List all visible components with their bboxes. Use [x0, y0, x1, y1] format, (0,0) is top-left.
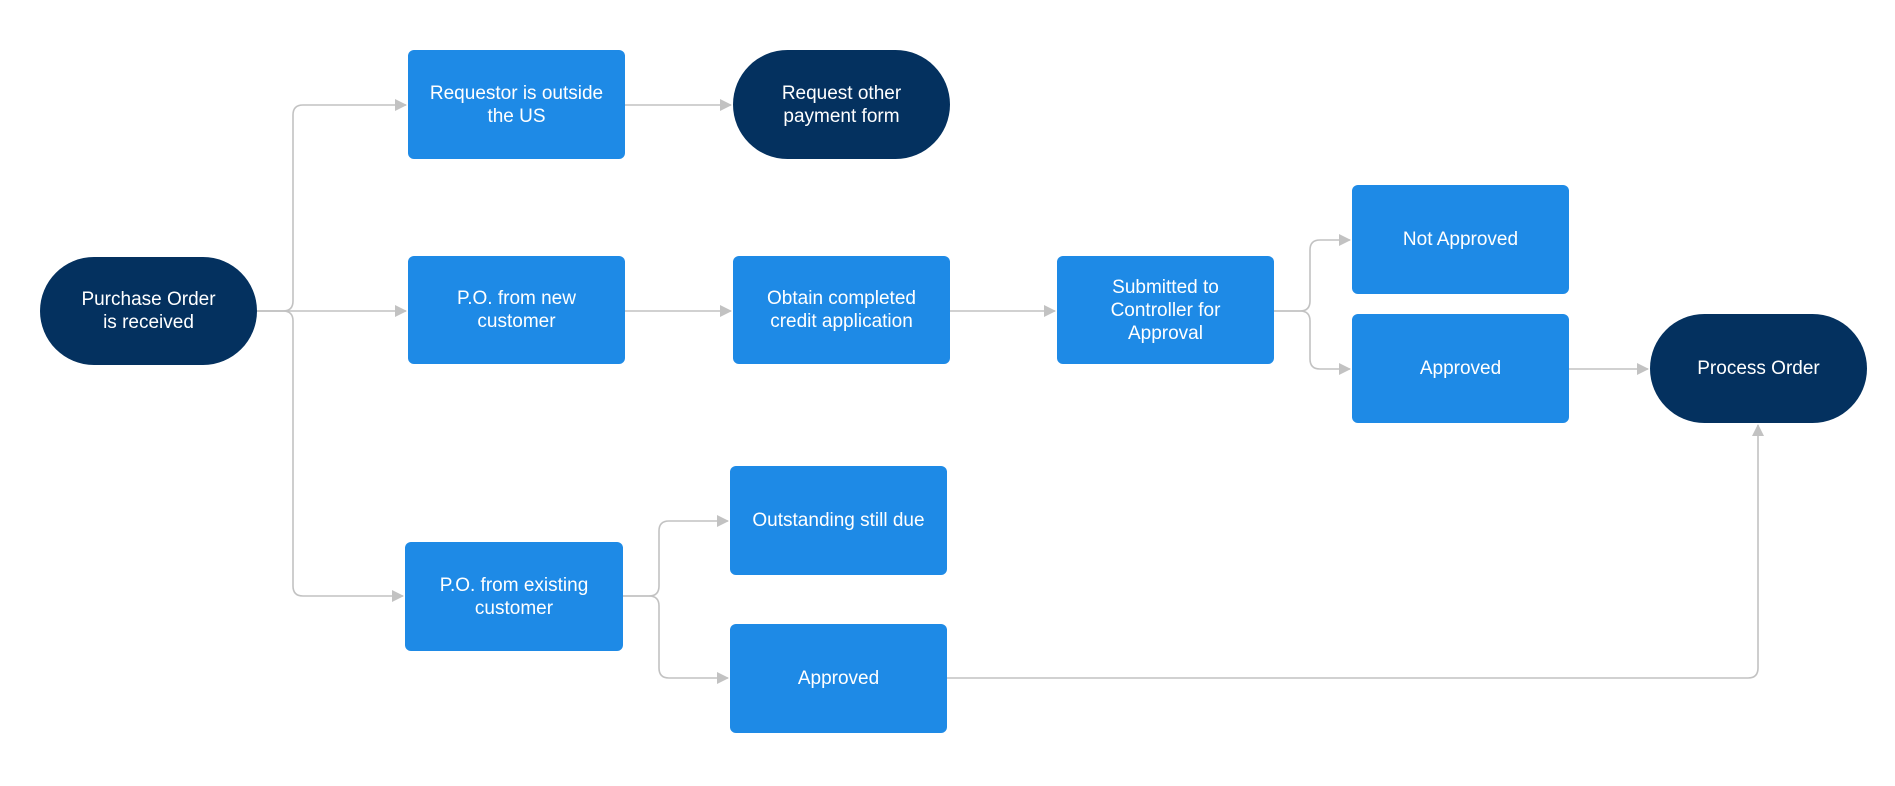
node-po-existing-customer: P.O. from existing customer — [405, 542, 623, 651]
connector-controller-to-approved — [1274, 310, 1351, 375]
node-outstanding-still-due: Outstanding still due — [730, 466, 947, 575]
node-label: P.O. from new customer — [457, 288, 576, 332]
node-label: Approved — [1419, 358, 1502, 379]
node-label: Submitted to Controller for Approval — [1110, 276, 1221, 344]
node-approved-existing-customer: Approved — [730, 624, 947, 733]
connector-received-to-outside-us — [257, 99, 407, 312]
node-label: Obtain completed credit application — [767, 288, 916, 332]
connector-existing-customer-to-outstanding — [623, 515, 729, 597]
connector-existing-customer-to-approved — [623, 595, 729, 684]
node-approved-new-customer: Approved — [1352, 314, 1569, 423]
node-purchase-order-received: Purchase Order is received — [40, 257, 257, 365]
node-credit-application: Obtain completed credit application — [733, 256, 950, 364]
node-label: Request other payment form — [781, 82, 902, 127]
node-label: Process Order — [1697, 358, 1820, 379]
connector-controller-to-not-approved — [1274, 234, 1351, 312]
node-label: Approved — [797, 668, 880, 689]
connector-approved-to-process-order-bottom — [947, 424, 1764, 679]
node-label: Not Approved — [1402, 229, 1519, 250]
node-po-new-customer: P.O. from new customer — [408, 256, 625, 364]
node-not-approved: Not Approved — [1352, 185, 1569, 294]
node-label: P.O. from existing customer — [439, 574, 589, 619]
node-requestor-outside-us: Requestor is outside the US — [408, 50, 625, 159]
connector-received-to-existing-customer — [257, 310, 404, 602]
node-label: Requestor is outside the US — [429, 82, 604, 127]
node-label: Outstanding still due — [752, 510, 925, 531]
node-controller-approval: Submitted to Controller for Approval — [1057, 256, 1274, 364]
node-process-order: Process Order — [1650, 314, 1867, 423]
node-label: Purchase Order is received — [81, 289, 216, 333]
node-request-other-payment: Request other payment form — [733, 50, 950, 159]
